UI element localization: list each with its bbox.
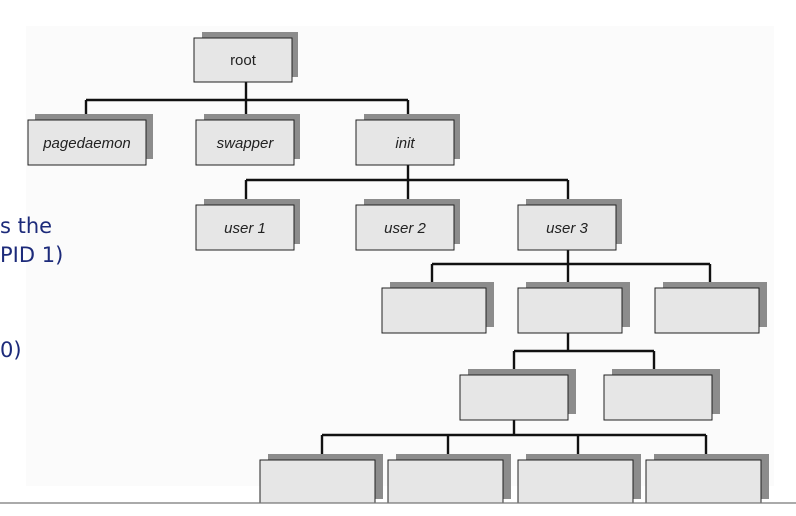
node-unlabeled — [645, 454, 769, 504]
node-box — [459, 374, 569, 421]
edge-level5-children — [320, 420, 708, 460]
node-box — [654, 287, 760, 334]
node-init: init — [355, 114, 460, 166]
node-box — [387, 459, 504, 504]
node-pagedaemon: pagedaemon — [27, 114, 153, 166]
node-box — [517, 204, 617, 251]
node-label-user-1: user 1 — [224, 220, 266, 237]
edge-init-children — [244, 165, 570, 205]
node-box — [195, 119, 295, 166]
node-box — [645, 459, 762, 504]
node-unlabeled — [654, 282, 767, 334]
node-user-2: user 2 — [355, 199, 460, 251]
edge-root-children — [84, 82, 410, 120]
node-box — [193, 37, 293, 83]
node-unlabeled — [381, 282, 494, 334]
node-box — [195, 204, 295, 251]
node-box — [381, 287, 487, 334]
node-label-swapper: swapper — [217, 135, 275, 152]
node-unlabeled — [517, 282, 630, 334]
slide-text-line-2: PID 1) — [0, 243, 64, 267]
node-box — [355, 119, 455, 166]
node-label-init: init — [395, 135, 415, 152]
node-box — [355, 204, 455, 251]
node-user-3: user 3 — [517, 199, 622, 251]
tree-edges — [84, 82, 712, 460]
edge-level4-children — [512, 333, 656, 375]
node-label-pagedaemon: pagedaemon — [42, 135, 131, 152]
slide-text-line-3: 0) — [0, 338, 22, 362]
node-unlabeled — [603, 369, 720, 421]
node-unlabeled — [259, 454, 383, 504]
node-unlabeled — [387, 454, 511, 504]
node-unlabeled — [517, 454, 641, 504]
node-label-root: root — [230, 52, 257, 69]
node-box — [517, 287, 623, 334]
node-box — [27, 119, 147, 166]
node-unlabeled — [459, 369, 576, 421]
node-swapper: swapper — [195, 114, 300, 166]
node-user-1: user 1 — [195, 199, 300, 251]
node-label-user-2: user 2 — [384, 220, 426, 237]
edge-user3-children — [430, 250, 712, 288]
node-label-user-3: user 3 — [546, 220, 588, 237]
node-box — [603, 374, 713, 421]
node-box — [259, 459, 376, 504]
slide-text-line-1: s the — [0, 214, 53, 238]
node-root: root — [193, 32, 298, 83]
node-box — [517, 459, 634, 504]
